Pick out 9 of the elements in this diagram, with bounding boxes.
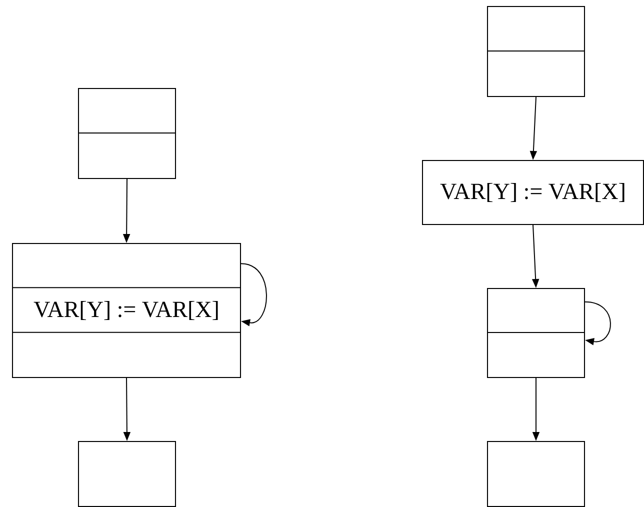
arrow [240,263,267,326]
record-box [486,6,585,97]
record-box: VAR[Y] := VAR[X] [12,243,241,378]
record-box [78,88,176,179]
process-box: VAR[Y] := VAR[X] [422,160,644,225]
process-box [78,441,176,507]
record-box [486,288,585,378]
arrow [584,301,611,346]
process-box [487,441,585,507]
